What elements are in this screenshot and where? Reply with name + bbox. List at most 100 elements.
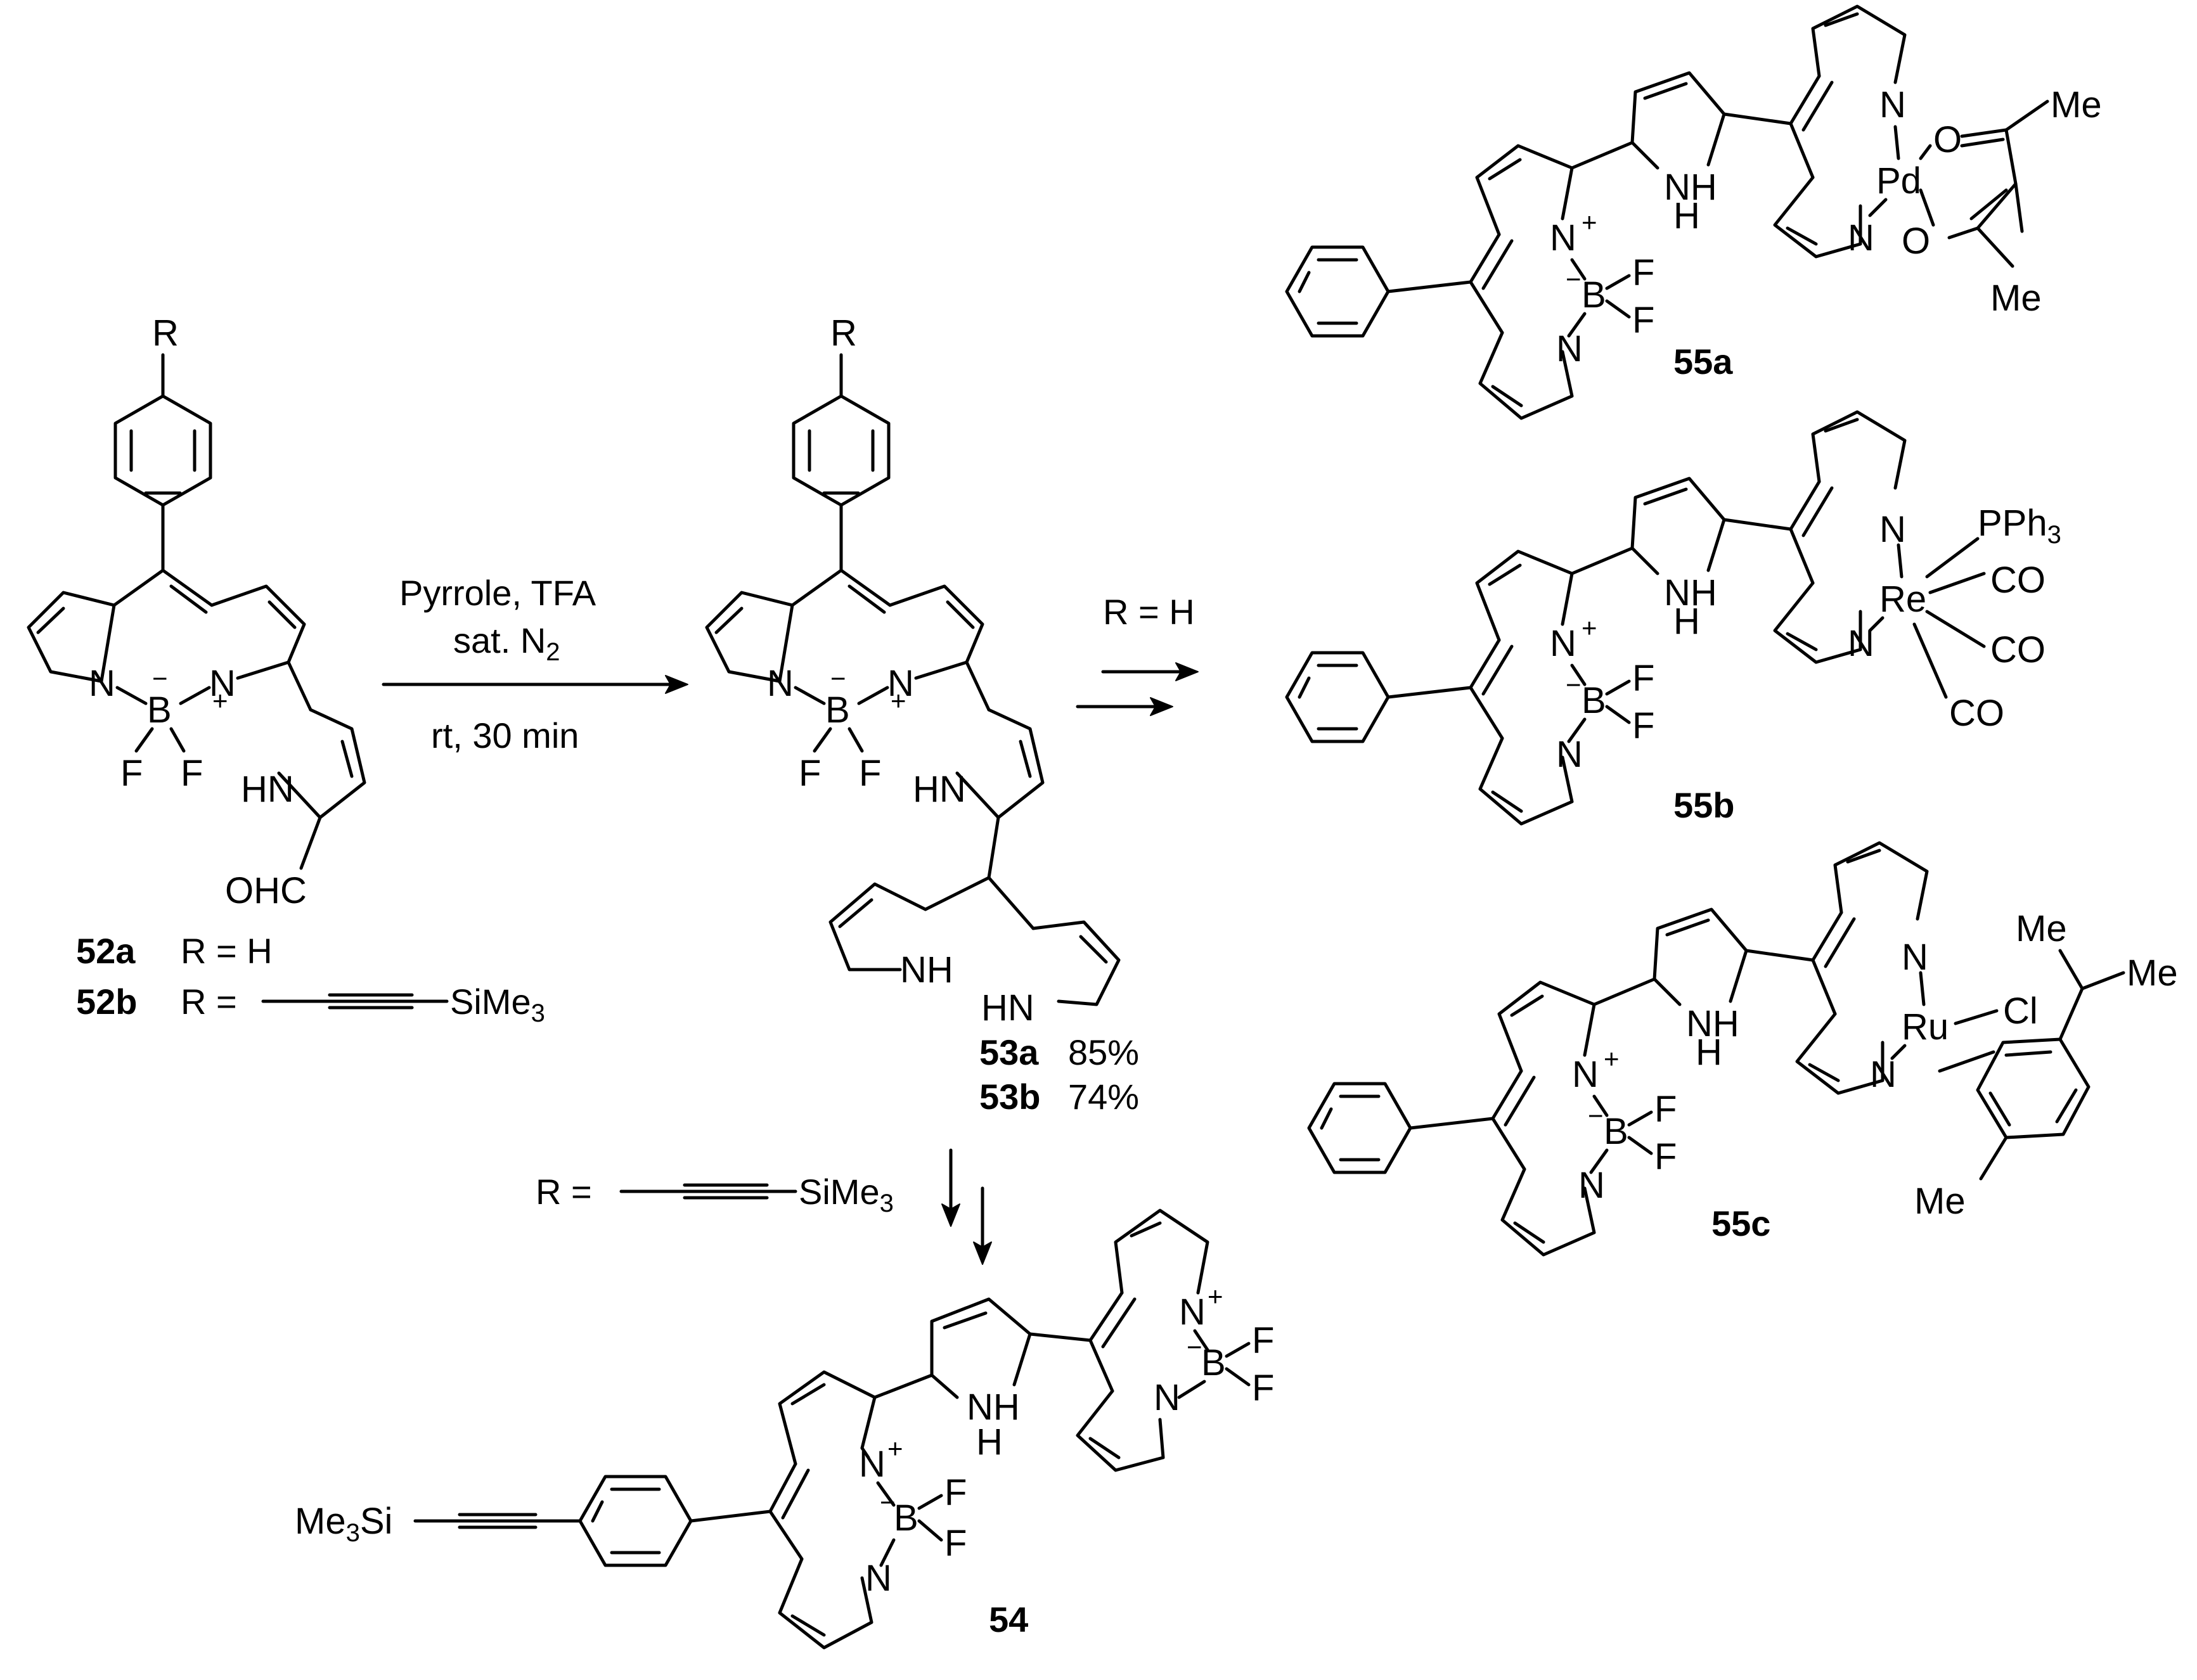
n-atom: N [767,663,794,704]
tms-group: SiMe3 [450,982,545,1027]
f-atom: F [1252,1320,1274,1361]
nh-group: NH [1686,1003,1739,1044]
o-atom: O [1933,119,1962,160]
r-def-52a: R = H [181,931,273,971]
plus-charge: + [1208,1281,1223,1311]
plus-charge: + [1604,1044,1620,1074]
f-atom: F [1632,705,1654,747]
f-atom: F [944,1472,967,1513]
nh-group: NH [967,1387,1020,1428]
f-atom: F [1632,658,1654,699]
f-atom: F [181,753,203,794]
hn-group: HN [913,769,966,810]
hn-group: HN [241,769,294,810]
n-atom: N [1902,937,1928,978]
h-atom: H [1696,1032,1722,1073]
minus-charge: − [830,664,846,693]
reaction-arrow-3 [941,1148,992,1265]
reagent-line-2: sat. N2 [453,620,560,666]
methyl-group: Me [1990,278,2042,319]
compound-55c-structure: N + N B − F F NH H N N Ru Cl [1307,841,2178,1257]
r-label: R [830,312,857,354]
reagent-line-3: rt, 30 min [431,715,579,755]
plus-charge: + [212,686,228,715]
nh-group: NH [1664,572,1717,613]
compound-54-structure: Me3Si N + N B − F F [295,1209,1274,1650]
compound-label-52b: 52b [76,982,138,1022]
co-ligand: CO [1949,693,2004,734]
b-atom: B [1582,274,1606,316]
co-ligand: CO [1990,629,2046,670]
f-atom: F [859,753,881,794]
r-def-52b: R = [181,982,237,1022]
compound-53-structure: R N N B − + F F HN NH [705,312,1121,1029]
f-atom: F [120,753,143,794]
f-atom: F [1632,300,1654,341]
h-atom: H [1673,601,1700,642]
f-atom: F [1654,1136,1677,1177]
n-atom: N [1179,1292,1206,1333]
nh-group: NH [1664,167,1717,208]
b-atom: B [825,689,850,731]
methyl-group: Me [2051,84,2102,125]
cl-ligand: Cl [2003,991,2038,1032]
methyl-group: Me [2016,908,2067,949]
compound-label-53a: 53a [979,1032,1039,1072]
methyl-group: Me [1914,1181,1966,1222]
plus-charge: + [891,686,906,715]
co-ligand: CO [1990,560,2046,601]
plus-charge: + [1582,613,1597,643]
plus-charge: + [1582,207,1597,237]
h-atom: H [976,1421,1003,1463]
reaction-arrow-2 [1076,662,1199,716]
yield-53b: 74% [1068,1077,1139,1117]
n-atom: N [1550,623,1576,664]
minus-charge: − [152,664,168,693]
compound-label-55c: 55c [1711,1203,1770,1243]
nh-group: NH [900,949,953,991]
n-atom: N [1879,509,1906,550]
n-atom: N [859,1444,886,1485]
pd-atom: Pd [1876,160,1921,202]
compound-52-structure: R N N B − + F F HN OHC [27,312,366,911]
plus-charge: + [887,1433,903,1463]
b-atom: B [1582,680,1606,721]
f-atom: F [799,753,821,794]
f-atom: F [1632,252,1654,293]
compound-label-55a: 55a [1673,342,1733,382]
compound-label-54: 54 [989,1600,1028,1639]
n-atom: N [209,663,236,704]
reagent-line-1: Pyrrole, TFA [399,573,596,613]
condition-r-tms: R = [536,1172,592,1212]
b-atom: B [147,689,172,731]
condition-r-h: R = H [1103,592,1195,632]
n-atom: N [1879,84,1906,125]
o-atom: O [1902,221,1930,262]
n-atom: N [1870,1054,1897,1095]
n-atom: N [89,663,115,704]
f-atom: F [1654,1089,1677,1130]
alkyne-52b [261,993,449,1010]
compound-55a-structure: N + N B − F F NH H N N Pd O O [1285,4,2102,420]
tms-group: Me3Si [295,1501,392,1547]
hn-group: HN [981,987,1034,1029]
n-atom: N [865,1558,892,1599]
formyl-group: OHC [225,870,307,911]
h-atom: H [1673,195,1700,236]
n-atom: N [1550,217,1576,259]
methyl-group: Me [2127,952,2178,994]
f-atom: F [1252,1368,1274,1409]
alkyne-condition [619,1183,797,1200]
compound-55b-structure: N + N B − F F NH H N N Re PPh3 [1285,410,2061,826]
n-atom: N [887,663,914,704]
pph3-ligand: PPh3 [1978,503,2061,549]
b-atom: B [894,1497,918,1539]
n-atom: N [1848,217,1874,259]
f-atom: F [944,1523,967,1564]
b-atom: B [1604,1111,1628,1152]
n-atom: N [1154,1377,1180,1418]
r-label: R [152,312,179,354]
yield-53a: 85% [1068,1032,1139,1072]
ru-atom: Ru [1902,1006,1949,1048]
